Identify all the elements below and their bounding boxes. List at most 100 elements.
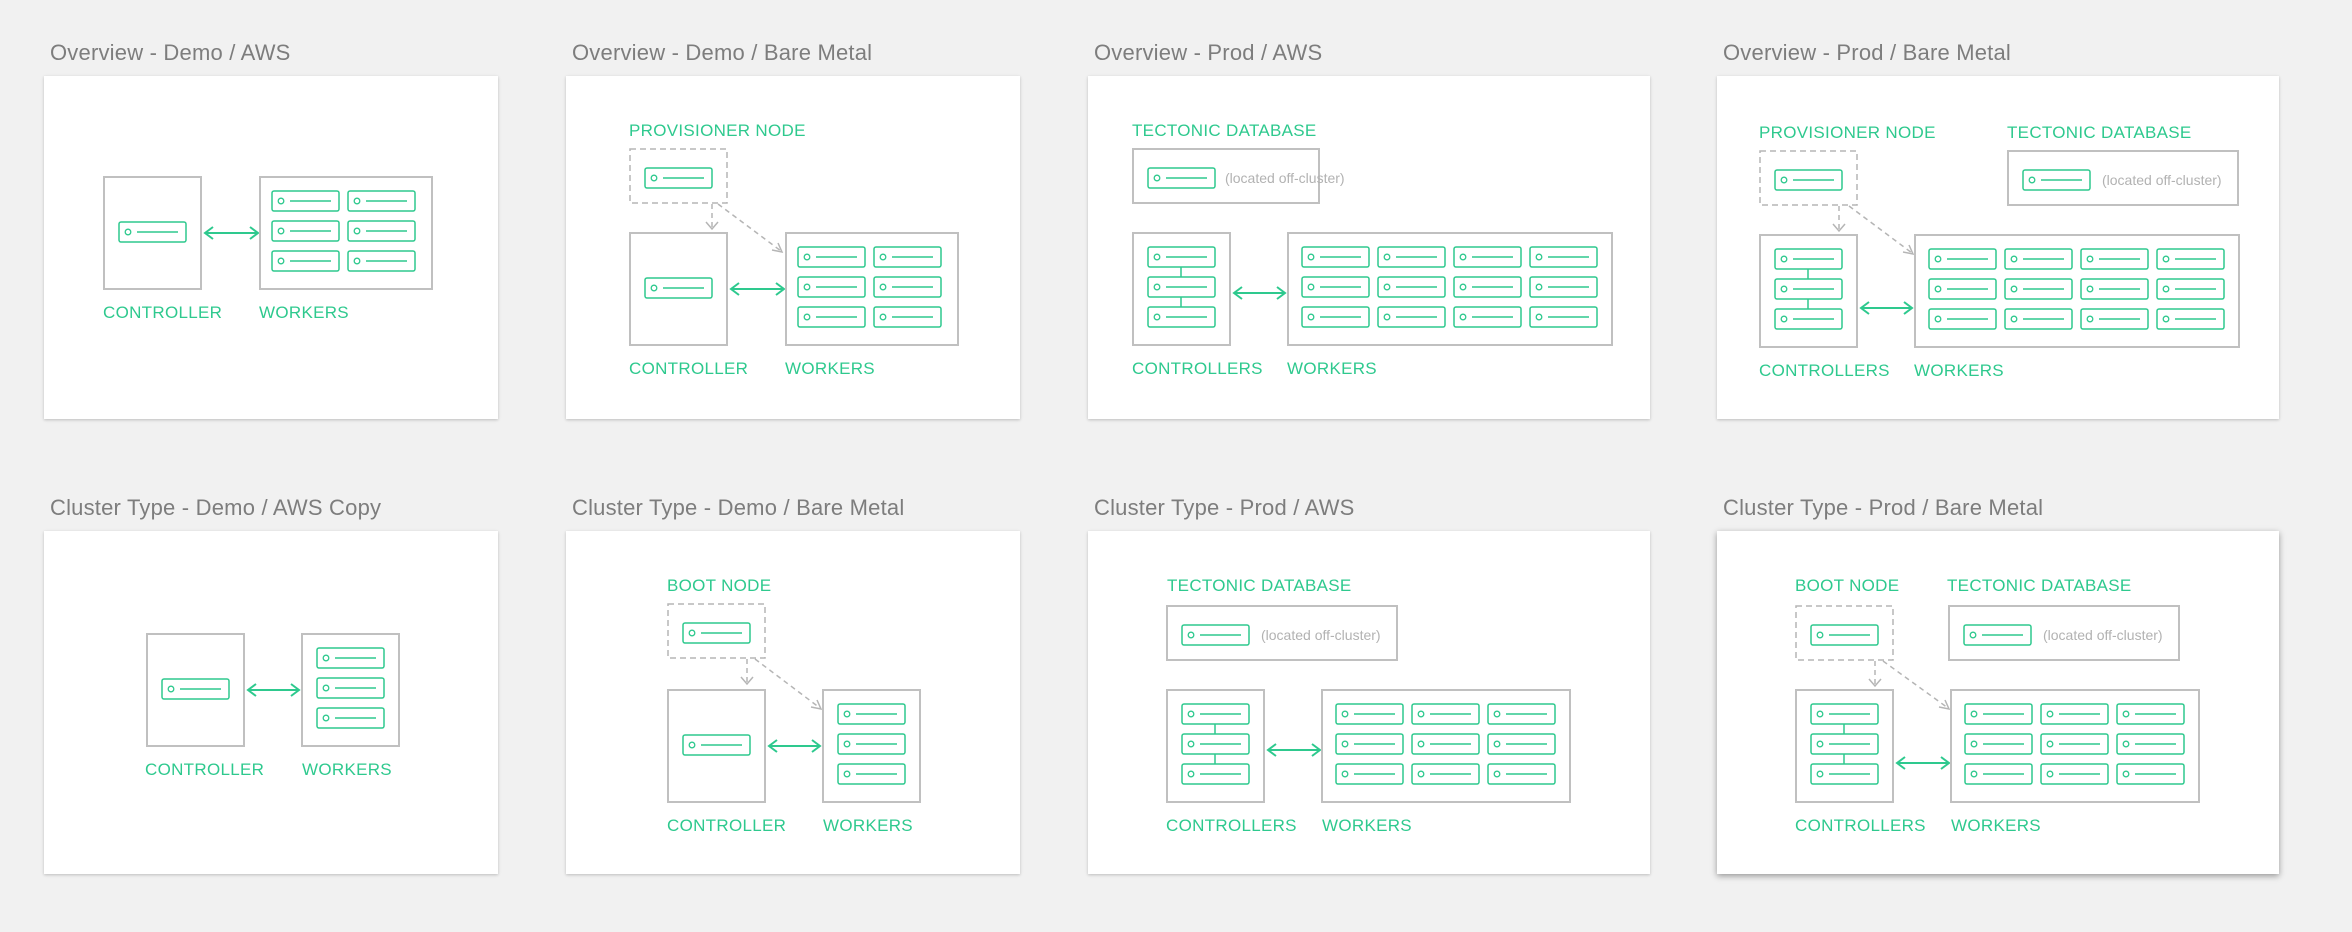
server-icon <box>644 167 713 189</box>
server-icon <box>2080 278 2149 300</box>
server-icon <box>682 622 751 644</box>
artboard-title[interactable]: Cluster Type - Prod / AWS <box>1094 495 1355 520</box>
database-note: (located off-cluster) <box>1261 627 1381 643</box>
controller-box <box>667 689 766 803</box>
boot-node-box <box>667 603 766 659</box>
database-label: TECTONIC DATABASE <box>1132 121 1317 140</box>
diagram: TECTONIC DATABASE (located off-cluster) … <box>1132 121 1613 378</box>
server-icon <box>1963 624 2032 646</box>
server-icon <box>2116 733 2185 755</box>
server-icon <box>1964 703 2033 725</box>
server-icon <box>1335 703 1404 725</box>
server-icon <box>1774 169 1843 191</box>
controller-label: CONTROLLER <box>629 359 748 378</box>
dashed-arrow <box>1832 205 1915 256</box>
artboard-title[interactable]: Cluster Type - Demo / Bare Metal <box>572 495 905 520</box>
connection-arrow <box>767 739 822 753</box>
server-icon <box>2156 248 2225 270</box>
server-icon <box>161 678 230 700</box>
artboard-title[interactable]: Overview - Prod / AWS <box>1094 40 1323 65</box>
diagram: PROVISIONER NODE TECTONIC DATABASE (loca… <box>1759 123 2240 380</box>
dashed-arrow <box>1868 660 1951 711</box>
database-label: TECTONIC DATABASE <box>2007 123 2192 142</box>
connection-arrow <box>729 282 786 296</box>
server-icon <box>1964 733 2033 755</box>
server-icon <box>1810 624 1879 646</box>
controllers-box <box>1166 689 1265 803</box>
server-icon <box>2004 248 2073 270</box>
server-icon <box>1181 733 1250 755</box>
workers-label: WORKERS <box>823 816 913 835</box>
artboard-cluster-type-demo-bare-metal[interactable]: BOOT NODE CONTROLLER WORKERS <box>566 531 1020 874</box>
server-icon <box>347 220 416 242</box>
server-icon <box>1928 248 1997 270</box>
server-icon <box>797 276 866 298</box>
server-icon <box>316 677 385 699</box>
workers-box <box>259 176 433 290</box>
server-icon <box>1301 306 1370 328</box>
boot-node-label: BOOT NODE <box>1795 576 1899 595</box>
workers-label: WORKERS <box>259 303 349 322</box>
diagram: CONTROLLER WORKERS <box>103 176 433 322</box>
connection-arrow <box>203 226 260 240</box>
boot-node-box <box>1795 605 1894 661</box>
artboard-title[interactable]: Overview - Demo / Bare Metal <box>572 40 873 65</box>
server-icon <box>1181 624 1250 646</box>
artboard-title[interactable]: Cluster Type - Demo / AWS Copy <box>50 495 382 520</box>
server-icon <box>271 220 340 242</box>
server-icon <box>1774 308 1843 330</box>
server-icon <box>1810 763 1879 785</box>
server-icon <box>1529 276 1598 298</box>
server-icon <box>797 246 866 268</box>
connection-arrow <box>1266 743 1322 757</box>
server-icon <box>837 763 906 785</box>
server-icon <box>1411 703 1480 725</box>
diagram: PROVISIONER NODE CONTROLLER WORKERS <box>629 121 959 378</box>
server-icon <box>797 306 866 328</box>
server-icon <box>1377 276 1446 298</box>
artboard-cluster-type-prod-aws[interactable]: TECTONIC DATABASE (located off-cluster) … <box>1088 531 1650 874</box>
server-icon <box>1335 763 1404 785</box>
server-icon <box>1529 246 1598 268</box>
provisioner-node-box <box>629 148 728 204</box>
database-note: (located off-cluster) <box>1225 170 1345 186</box>
provisioner-node-box <box>1759 150 1858 206</box>
artboard-cluster-type-demo-aws-copy[interactable]: CONTROLLER WORKERS <box>44 531 498 874</box>
diagram: CONTROLLER WORKERS <box>145 633 400 779</box>
server-icon <box>682 734 751 756</box>
server-icon <box>837 733 906 755</box>
controllers-box <box>1795 689 1894 803</box>
server-icon <box>1487 703 1556 725</box>
workers-box <box>1321 689 1571 803</box>
artboard-title[interactable]: Cluster Type - Prod / Bare Metal <box>1723 495 2044 520</box>
controllers-label: CONTROLLERS <box>1132 359 1263 378</box>
server-icon <box>347 190 416 212</box>
server-icon <box>1301 246 1370 268</box>
server-icon <box>1928 278 1997 300</box>
server-icon <box>1335 733 1404 755</box>
server-icon <box>2040 733 2109 755</box>
artboard-overview-demo-bare-metal[interactable]: PROVISIONER NODE CONTROLLER WORKERS <box>566 76 1020 419</box>
workers-label: WORKERS <box>1322 816 1412 835</box>
artboard-overview-prod-aws[interactable]: TECTONIC DATABASE (located off-cluster) … <box>1088 76 1650 419</box>
workers-label: WORKERS <box>302 760 392 779</box>
server-icon <box>2004 308 2073 330</box>
server-icon <box>1377 246 1446 268</box>
connection-arrow <box>1232 286 1287 300</box>
artboard-cluster-type-prod-bare-metal[interactable]: BOOT NODE TECTONIC DATABASE (located off… <box>1717 531 2279 874</box>
server-icon <box>1774 278 1843 300</box>
server-icon <box>2116 703 2185 725</box>
artboard-title[interactable]: Overview - Demo / AWS <box>50 40 291 65</box>
controller-label: CONTROLLER <box>667 816 786 835</box>
server-icon <box>644 277 713 299</box>
server-icon <box>2040 763 2109 785</box>
diagram: BOOT NODE TECTONIC DATABASE (located off… <box>1795 576 2200 835</box>
workers-label: WORKERS <box>1914 361 2004 380</box>
database-label: TECTONIC DATABASE <box>1167 576 1352 595</box>
controllers-label: CONTROLLERS <box>1166 816 1297 835</box>
artboard-title[interactable]: Overview - Prod / Bare Metal <box>1723 40 2012 65</box>
server-icon <box>1928 308 1997 330</box>
artboard-overview-prod-bare-metal[interactable]: PROVISIONER NODE TECTONIC DATABASE (loca… <box>1717 76 2279 419</box>
server-icon <box>1411 763 1480 785</box>
artboard-overview-demo-aws[interactable]: CONTROLLER WORKERS <box>44 76 498 419</box>
